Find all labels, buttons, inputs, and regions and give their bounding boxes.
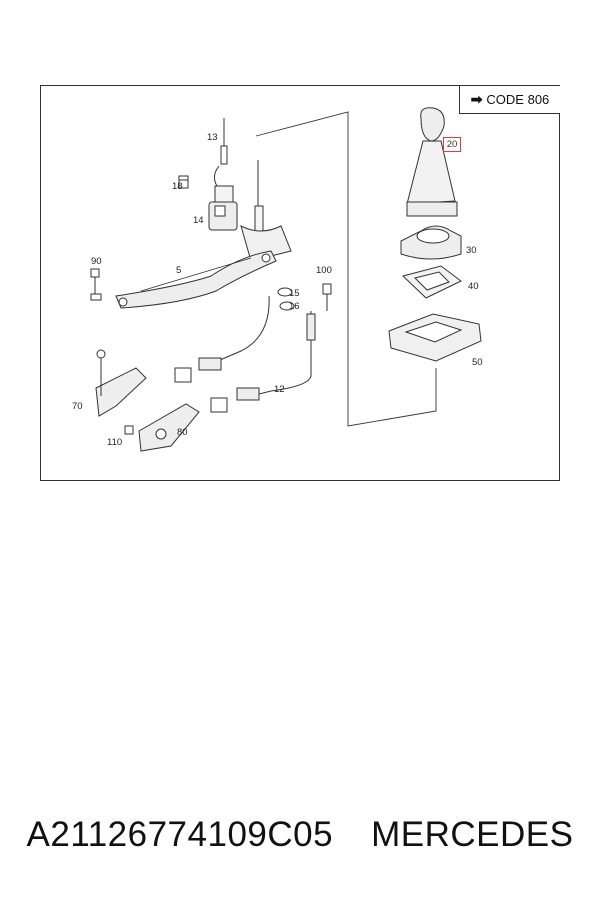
label-50: 50 — [472, 357, 483, 368]
label-15: 15 — [289, 288, 300, 299]
label-30: 30 — [466, 245, 477, 256]
label-90: 90 — [91, 256, 102, 267]
label-110: 110 — [107, 437, 123, 448]
code-reference-text: CODE 806 — [486, 92, 550, 107]
label-80: 80 — [177, 427, 188, 438]
arrow-right-icon: ➡ — [470, 91, 483, 107]
code-reference-box: ➡ CODE 806 — [459, 86, 560, 114]
label-16: 16 — [289, 301, 300, 312]
brand-name: MERCEDES — [371, 815, 574, 854]
part-number: A21126774109C05 — [26, 815, 334, 854]
label-12: 12 — [274, 384, 285, 395]
diagram-drawing — [90, 107, 482, 452]
product-caption: A21126774109C05 MERCEDES — [0, 805, 600, 865]
label-20-highlighted: 20 — [443, 137, 461, 152]
label-13: 13 — [207, 132, 218, 143]
label-18: 18 — [172, 181, 183, 192]
label-14: 14 — [193, 215, 204, 226]
label-100: 100 — [316, 265, 332, 276]
label-70: 70 — [72, 401, 83, 412]
label-40: 40 — [468, 281, 479, 292]
parts-diagram: ➡ CODE 806 13 18 14 90 5 100 15 16 12 70… — [40, 85, 560, 481]
label-5: 5 — [176, 265, 182, 276]
